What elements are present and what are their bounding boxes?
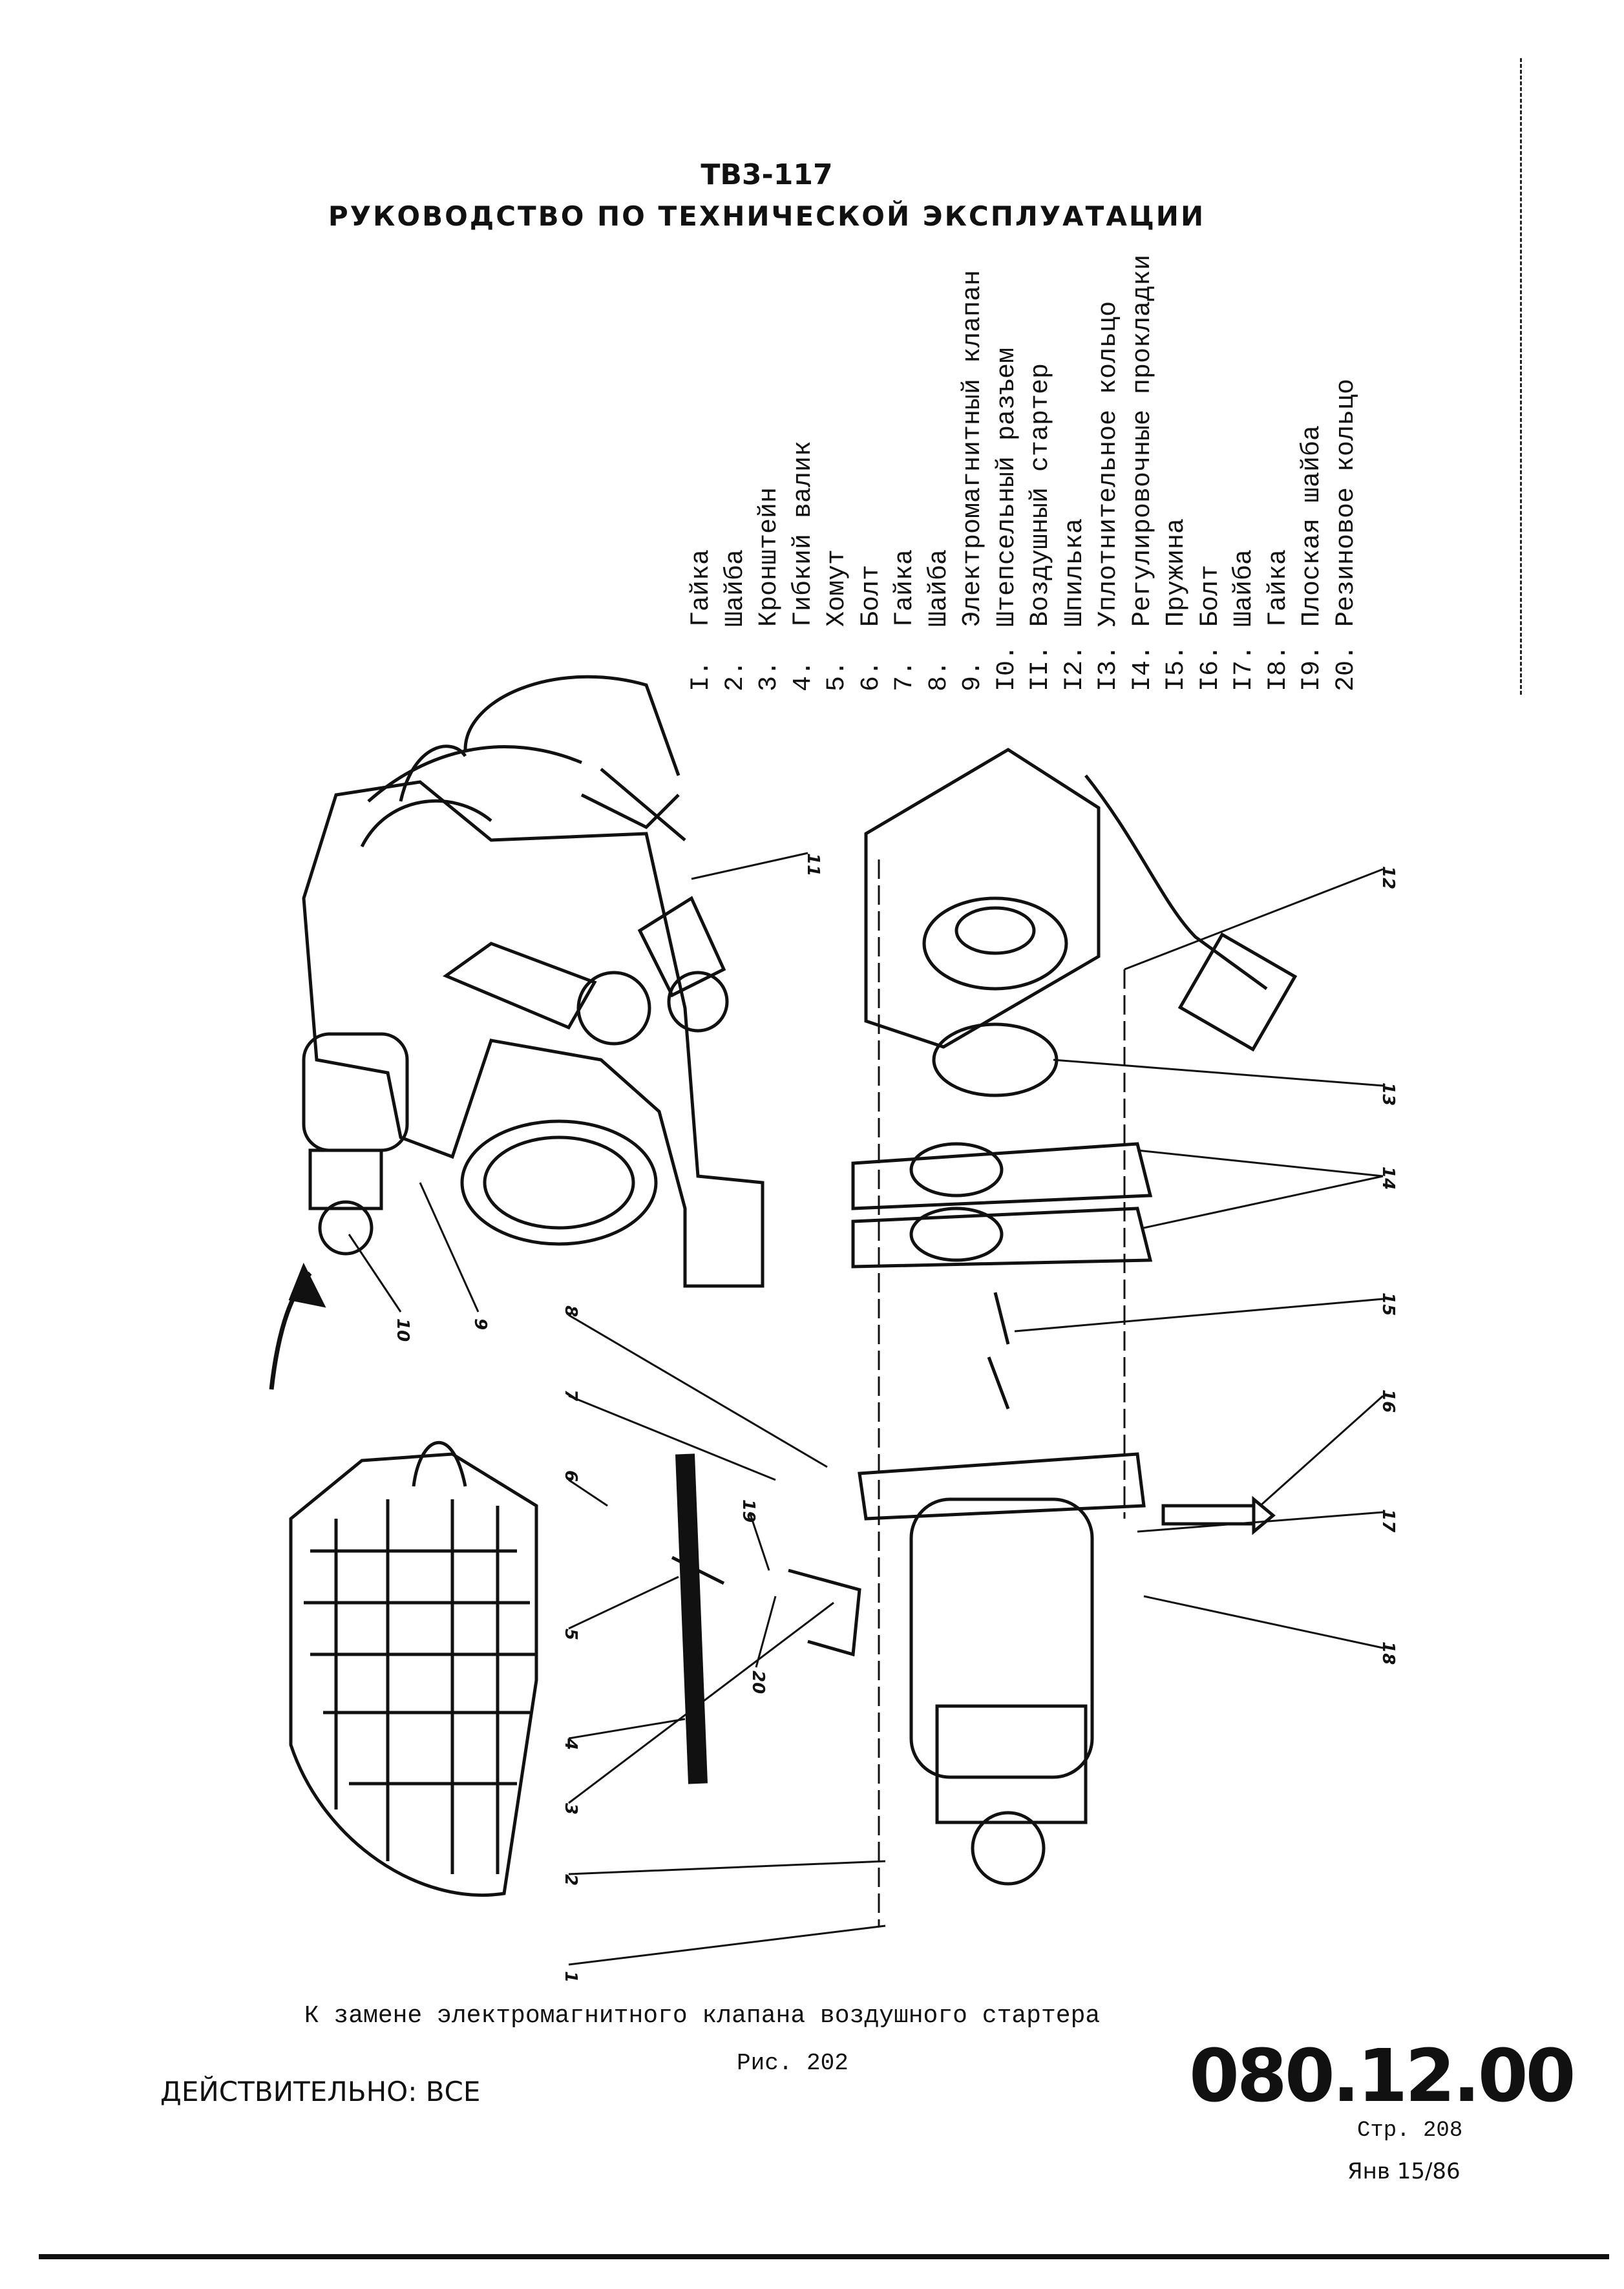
callout-3: 3 (561, 1803, 580, 1815)
callout-15: 15 (1378, 1292, 1398, 1316)
callout-19: 19 (739, 1499, 758, 1523)
page-edge-mark (1520, 58, 1522, 695)
callout-8: 8 (561, 1305, 580, 1317)
callout-10: 10 (393, 1318, 412, 1342)
header-title: РУКОВОДСТВО ПО ТЕХНИЧЕСКОЙ ЭКСПЛУАТАЦИИ (328, 200, 1206, 232)
header-model: ТВ3-117 (701, 158, 833, 191)
validity-note: ДЕЙСТВИТЕЛЬНО: ВСЕ (160, 2076, 481, 2107)
engine-thumbnail (269, 1262, 538, 1897)
callout-7: 7 (561, 1389, 580, 1402)
section-code: 080.12.00 (1189, 2034, 1576, 2118)
callout-13: 13 (1378, 1082, 1398, 1106)
callout-14: 14 (1378, 1166, 1398, 1190)
callout-20: 20 (748, 1671, 768, 1694)
page-number: Стр. 208 (1357, 2118, 1463, 2143)
callout-16: 16 (1378, 1389, 1398, 1413)
callout-2: 2 (561, 1874, 580, 1886)
callout-18: 18 (1378, 1641, 1398, 1665)
callout-5: 5 (561, 1629, 580, 1640)
upper-bracket-assembly (302, 675, 765, 1288)
figure-caption: К замене электромагнитного клапана возду… (304, 2002, 1101, 2030)
callout-17: 17 (1378, 1509, 1398, 1533)
leader-lines (348, 852, 1384, 1966)
callout-6: 6 (561, 1470, 580, 1482)
callout-11: 11 (803, 853, 823, 876)
callout-9: 9 (470, 1318, 490, 1330)
revision-date: Янв 15/86 (1347, 2158, 1461, 2184)
figure-number: Рис. 202 (737, 2050, 849, 2076)
callout-12: 12 (1378, 866, 1398, 889)
callout-4: 4 (561, 1738, 580, 1750)
callout-labels: 1 2 3 4 5 6 7 8 9 10 11 12 13 14 15 16 1… (393, 853, 1398, 1983)
callout-1: 1 (561, 1971, 580, 1983)
lower-starter-assembly (671, 748, 1298, 1926)
footer-rule (39, 2254, 1609, 2259)
